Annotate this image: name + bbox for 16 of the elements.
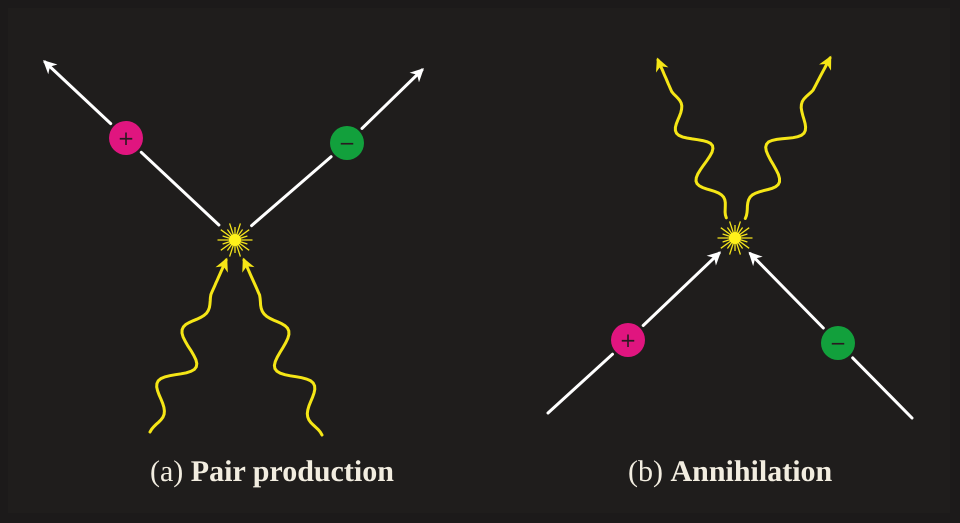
line [546, 352, 614, 414]
panel-caption: (b) Annihilation [628, 455, 832, 489]
burst-icon [717, 220, 753, 256]
photon-arrow [242, 258, 324, 436]
photon-arrow [148, 258, 228, 434]
line [140, 150, 220, 226]
photon-arrow [656, 58, 728, 220]
photon-arrow [744, 56, 832, 220]
line [250, 155, 333, 228]
arrow [360, 68, 424, 130]
arrow [43, 60, 112, 126]
burst-icon [217, 222, 253, 258]
arrow [748, 252, 825, 330]
arrow [642, 251, 722, 327]
line [851, 356, 914, 420]
panel-caption: (a) Pair production [150, 455, 394, 489]
